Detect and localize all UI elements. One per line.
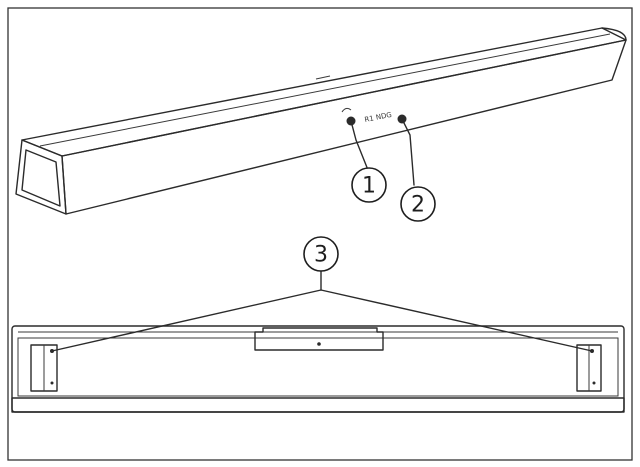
center-bracket xyxy=(254,327,384,351)
soundbar-end-cap-inner xyxy=(21,149,61,207)
soundbar-front-view: R1 NDG 1 2 xyxy=(15,27,627,222)
soundbar-end-cap xyxy=(15,139,67,215)
power-symbol-icon xyxy=(341,107,352,113)
soundbar-front-face xyxy=(61,39,627,215)
leader-line-3-right xyxy=(320,289,593,352)
soundbar-rear-view: 3 xyxy=(11,236,625,413)
soundbar-right-end xyxy=(601,27,627,41)
callout-2-number: 2 xyxy=(411,193,425,218)
callout-2-circle xyxy=(400,186,436,222)
center-bracket-screw xyxy=(317,342,321,346)
soundbar-top-edge xyxy=(39,33,611,147)
leader-line-2 xyxy=(401,118,415,186)
callout-3: 3 xyxy=(303,236,339,272)
callout-3-circle xyxy=(303,236,339,272)
callout-1-circle xyxy=(351,167,387,203)
callout-2: 2 xyxy=(400,186,436,222)
right-mount-screw xyxy=(592,381,596,385)
soundbar-top-face xyxy=(21,27,627,157)
rear-bottom-band xyxy=(11,397,625,413)
callout-1-number: 1 xyxy=(362,174,376,199)
rear-inner-panel xyxy=(17,337,619,397)
callout-3-number: 3 xyxy=(314,243,328,268)
figure-frame xyxy=(7,7,633,461)
left-mount-screw xyxy=(50,381,54,385)
leader-line-1 xyxy=(350,120,369,171)
leader-line-3-left xyxy=(51,289,322,352)
logo-mark xyxy=(315,75,331,80)
callout-1: 1 xyxy=(351,167,387,203)
panel-label: R1 NDG xyxy=(364,111,393,124)
